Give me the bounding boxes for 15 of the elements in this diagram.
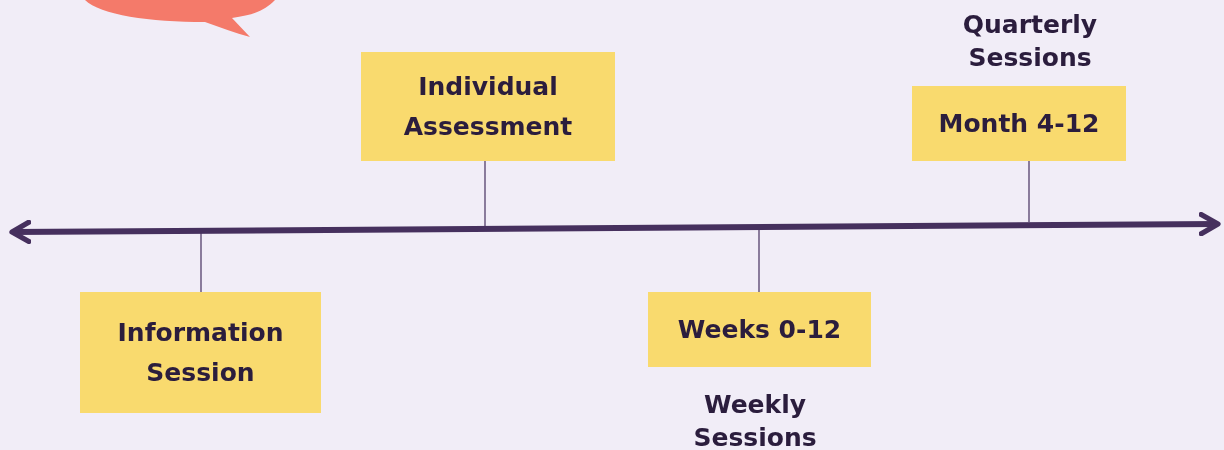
timeline-event-box [912,86,1126,161]
speech-bubble [85,0,275,37]
event-label: Weeks 0-12 [677,313,842,346]
leader-line [758,229,760,293]
timeline-event-box [80,292,321,413]
timeline-event-box [361,52,615,161]
leader-line [1028,160,1030,223]
event-label: Information Session [116,316,285,389]
frequency-caption: Weekly Sessions [692,389,818,450]
frequency-caption: Quarterly Sessions [961,9,1099,74]
event-label: Month 4-12 [938,107,1100,140]
event-label: Individual Assessment [402,70,574,143]
timeline-event-box [648,292,871,367]
leader-line [200,231,202,293]
leader-line [484,160,486,227]
